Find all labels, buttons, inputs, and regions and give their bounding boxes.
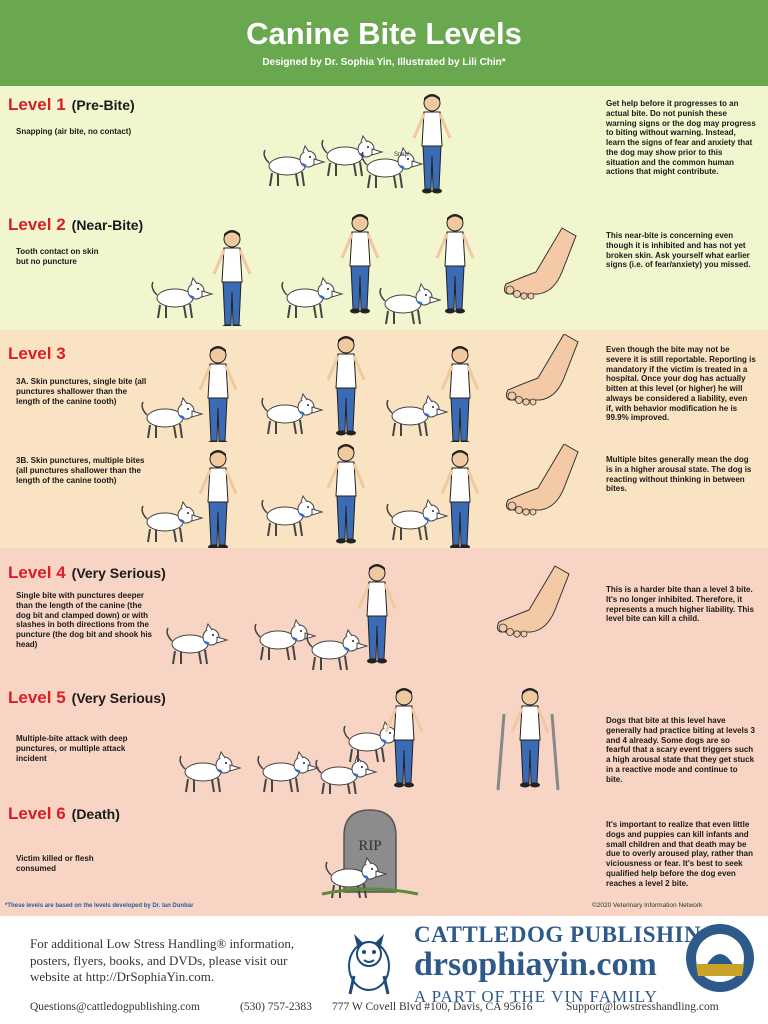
level-6-heading: Level 6 (Death) [8,804,120,824]
brand-website: drsophiayin.com [414,946,657,983]
level-2-illustration [150,212,577,326]
dog-icon [260,494,324,538]
person-icon [212,228,252,326]
dog-icon [150,276,214,320]
level-2-description: Tooth contact on skin but no puncture [16,247,99,266]
level-4-description: Single bite with punctures deeper than t… [16,591,152,649]
level-5-subtitle: (Very Serious) [71,690,166,706]
cattledog-logo-icon [348,934,390,995]
bare-foot-icon [505,334,579,406]
person-icon [357,562,397,665]
snap-sound-text: Snap! [394,152,410,158]
contact-phone[interactable]: (530) 757-2383 [240,1001,312,1013]
brand-name: CATTLEDOG PUBLISHING® [414,922,738,947]
level-5-title: Level 5 [8,688,66,707]
brand-tagline: A PART OF THE VIN FAMILY [414,987,658,1006]
level-1-subtitle: (Pre-Bite) [71,97,135,113]
dog-icon [280,276,344,320]
level-5-description: Multiple-bite attack with deep punctures… [16,734,128,763]
contact-email-questions[interactable]: Questions@cattledogpublishing.com [30,1001,200,1013]
level-3a-illustration [140,334,579,442]
dog-icon [378,282,442,326]
dog-icon [140,500,204,544]
level-2-band [0,203,768,330]
person-icon [326,444,366,545]
level-5-illustration [178,686,560,794]
contact-email-support[interactable]: Support@lowstresshandling.com [566,1001,719,1013]
person-icon [440,344,480,442]
dog-icon [165,622,229,666]
level-3b-illustration [140,444,579,548]
level-3-heading: Level 3 [8,344,72,364]
level-2-heading: Level 2 (Near-Bite) [8,215,143,235]
contact-address: 777 W Covell Blvd #100, Davis, CA 95616 [332,1001,533,1013]
crutches-child-icon [496,686,560,791]
level-4-title: Level 4 [8,563,66,582]
person-icon [435,212,475,315]
level-3-title: Level 3 [8,344,66,363]
footer-info-text: For additional Low Stress Handling® info… [30,936,295,985]
dog-icon [385,498,449,542]
dog-icon [253,618,317,662]
page-title: Canine Bite Levels [246,16,522,51]
dog-icon [260,392,324,436]
person-icon [440,448,480,548]
bare-foot-icon [505,444,579,516]
copyright: ©2020 Veterinary Information Network [592,902,703,909]
level-6-illustration: RIP [321,809,419,898]
level-6-title: Level 6 [8,804,66,823]
bare-foot-icon [503,227,577,300]
level-4-illustration [165,562,570,670]
level-3b-note: Multiple bites generally mean the dog is… [606,455,752,494]
level-1-note: Get help before it progresses to an actu… [606,99,756,177]
level-3b-description: 3B. Skin punctures, multiple bites (all … [16,456,145,485]
level-1-description: Snapping (air bite, no contact) [16,127,132,136]
header-banner: Canine Bite Levels Designed by Dr. Sophi… [0,0,768,86]
dog-icon [262,144,326,188]
dog-icon [140,396,204,440]
level-5-heading: Level 5 (Very Serious) [8,688,166,708]
footnote: *These levels are based on the levels de… [5,903,194,909]
level-6-note: It's important to realize that even litt… [606,820,753,888]
level-2-subtitle: (Near-Bite) [71,217,144,233]
dog-icon [256,750,320,794]
person-icon [198,344,238,442]
tombstone-text: RIP [358,838,381,854]
certified-badge-icon [686,924,754,992]
person-icon [198,448,238,548]
level-6-subtitle: (Death) [71,806,120,822]
dog-icon [314,754,378,794]
level-4-heading: Level 4 (Very Serious) [8,563,166,583]
level-6-description: Victim killed or flesh consumed [16,854,94,873]
person-icon [340,212,380,315]
level-1-illustration: Snap! [262,92,452,195]
page-subtitle: Designed by Dr. Sophia Yin, Illustrated … [262,57,506,68]
level-1-band [0,86,768,203]
level-3a-note: Even though the bite may not be severe i… [606,345,756,423]
bare-foot-icon [496,565,570,638]
level-1-title: Level 1 [8,95,66,114]
level-4-note: This is a harder bite than a level 3 bit… [606,585,754,624]
level-3-band [0,330,768,548]
level-2-note: This near-bite is concerning even though… [606,231,751,270]
person-icon [412,92,452,195]
dog-icon [385,394,449,438]
level-4-subtitle: (Very Serious) [71,565,166,581]
level-3a-description: 3A. Skin punctures, single bite (all pun… [16,377,147,406]
person-icon [326,334,366,437]
dog-icon [178,750,242,794]
level-1-heading: Level 1 (Pre-Bite) [8,95,135,115]
level-5-note: Dogs that bite at this level have genera… [606,716,755,784]
level-2-title: Level 2 [8,215,66,234]
